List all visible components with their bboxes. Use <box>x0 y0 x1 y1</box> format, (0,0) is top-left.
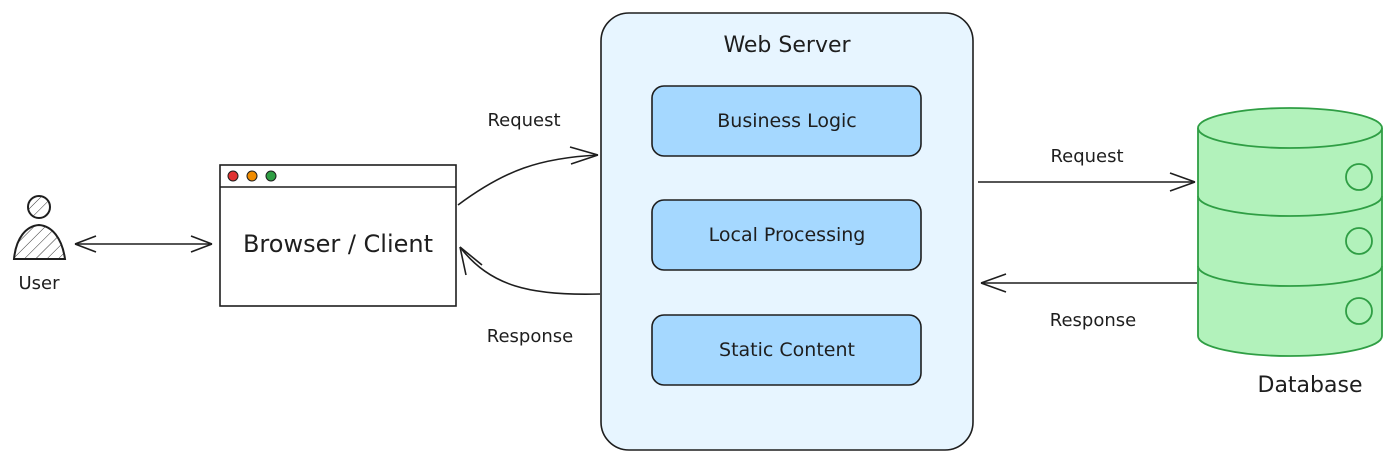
local-processing-box[interactable]: Local Processing <box>651 199 922 271</box>
client-request-arrow <box>457 146 599 206</box>
db-disk-indicator-icon <box>1345 227 1373 255</box>
user-label: User <box>18 273 60 294</box>
static-content-label: Static Content <box>719 339 855 361</box>
user-node[interactable]: User <box>12 195 67 294</box>
browser-window[interactable]: Browser / Client <box>219 164 457 307</box>
minimize-dot-icon <box>246 170 258 182</box>
db-response-label: Response <box>1050 310 1136 331</box>
db-disk-indicator-icon <box>1345 297 1373 325</box>
web-server-title: Web Server <box>723 33 851 58</box>
maximize-dot-icon <box>265 170 277 182</box>
close-dot-icon <box>227 170 239 182</box>
static-content-box[interactable]: Static Content <box>651 314 922 386</box>
browser-label: Browser / Client <box>243 230 433 258</box>
db-request-arrow <box>978 172 1196 192</box>
user-head-icon <box>27 195 51 219</box>
db-response-arrow <box>980 273 1197 293</box>
client-response-label: Response <box>487 326 573 347</box>
db-request-label: Request <box>1050 146 1123 167</box>
business-logic-box[interactable]: Business Logic <box>651 85 922 157</box>
user-body-icon <box>12 223 67 260</box>
business-logic-label: Business Logic <box>717 110 857 132</box>
client-request-label: Request <box>487 110 560 131</box>
database-cylinder[interactable] <box>1197 107 1383 357</box>
user-browser-arrow <box>74 235 213 253</box>
local-processing-label: Local Processing <box>709 224 866 246</box>
web-server-container[interactable]: Web Server Business Logic Local Processi… <box>600 12 974 451</box>
db-disk-indicator-icon <box>1345 163 1373 191</box>
database-label: Database <box>1258 373 1363 398</box>
client-response-arrow <box>459 246 601 296</box>
